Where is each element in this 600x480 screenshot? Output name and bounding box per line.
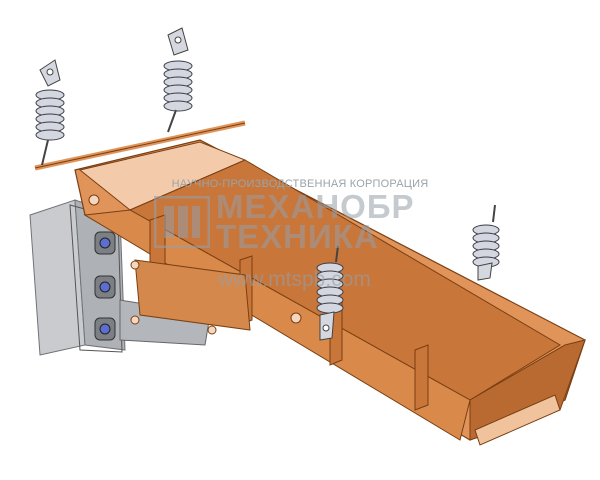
watermark-brand-line2: ТЕХНИКА bbox=[216, 218, 379, 255]
watermark-url: www.mtspb.com bbox=[218, 268, 371, 291]
watermark-tagline: НАУЧНО-ПРОИЗВОДСТВЕННАЯ КОРПОРАЦИЯ bbox=[171, 178, 429, 190]
spring-left bbox=[35, 59, 65, 166]
watermark-brand-line1: МЕХАНОБР bbox=[216, 188, 415, 225]
spring-right bbox=[472, 204, 500, 281]
watermark-logo-icon bbox=[154, 196, 210, 248]
spring-front bbox=[316, 245, 344, 341]
spring-top bbox=[163, 27, 193, 133]
